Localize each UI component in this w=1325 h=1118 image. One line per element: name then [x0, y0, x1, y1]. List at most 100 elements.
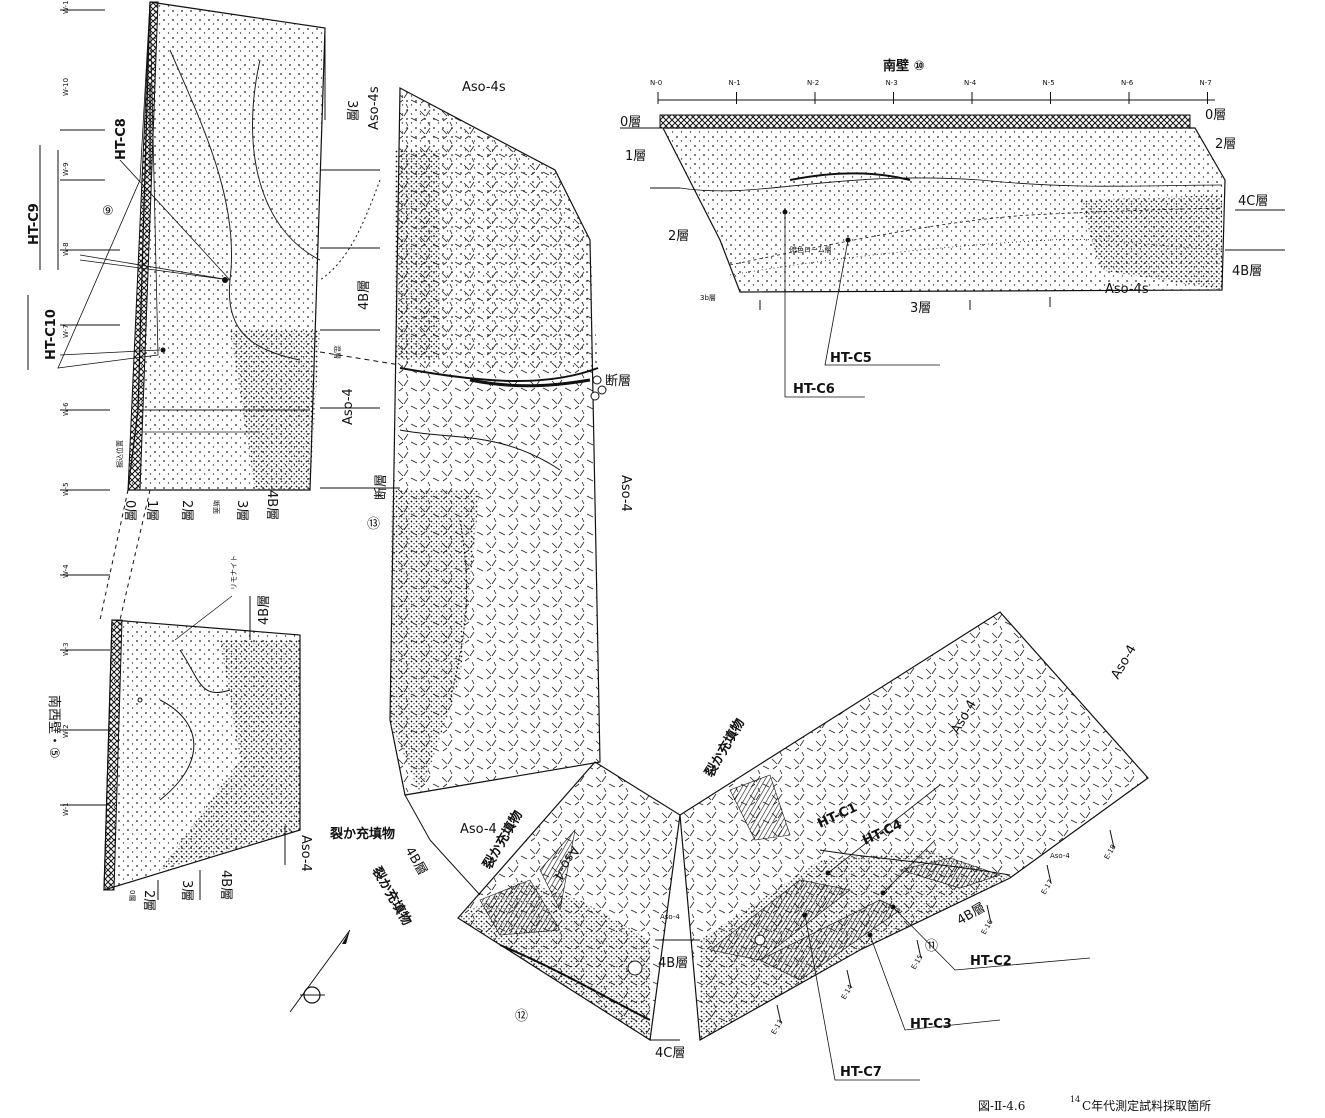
lower-left-aso4-small: Aso-4: [660, 913, 680, 921]
sw-wall-note: リモナイト: [230, 555, 238, 590]
label-ht-c7: HT-C7: [840, 1065, 882, 1080]
west-layer-3: 3層: [344, 100, 359, 121]
grid-w1: W-1: [62, 802, 70, 816]
label-ht-c2: HT-C2: [970, 954, 1012, 969]
sw-layer-3: 3層: [179, 880, 194, 901]
south-layer-4c: 4C層: [1238, 194, 1268, 209]
lower-right-aso4-big: Aso-4: [1108, 643, 1139, 682]
lower-right-aso4-small: Aso-4: [1050, 852, 1070, 860]
grid-w11: W-11: [62, 0, 70, 14]
lower-left-layer-4c: 4C層: [655, 1046, 685, 1061]
sample-point-c10: [160, 347, 166, 353]
west-layer-aso4: Aso-4: [341, 388, 356, 425]
south-layer-note: 暗色ローム層: [790, 245, 832, 254]
east-grid-tick: [916, 939, 922, 959]
sample-point-c8-c9: [222, 277, 228, 283]
sw-layer-0: 0層: [128, 890, 136, 901]
east-grid-tick: [846, 969, 852, 989]
grid-w7: W-7: [62, 324, 70, 338]
west-layer-aso4s: Aso-4s: [367, 86, 382, 130]
south-wall-title: 南壁 ⑩: [883, 58, 925, 74]
west-layer-0: 0層: [122, 500, 137, 521]
center-fault-1: 断層: [605, 374, 631, 389]
label-ht-c6: HT-C6: [793, 382, 835, 397]
label-ht-c9: HT-C9: [27, 203, 42, 245]
label-ht-c3: HT-C3: [910, 1017, 952, 1032]
west-layer-1: 1層: [144, 500, 159, 521]
south-layer-3: 3層: [910, 301, 931, 316]
north-arrow-icon: [289, 929, 351, 1013]
south-layer-4b: 4B層: [1232, 264, 1262, 279]
center-fault-2: 断層: [374, 474, 389, 500]
lower-left-layer-4b: 4B層: [402, 845, 430, 879]
lower-left-layer-4b-right: 4B層: [658, 956, 688, 971]
south-grid-label: N-7: [1200, 79, 1212, 87]
lower-right-layer-4b: 4B層: [955, 900, 989, 928]
south-wall-section: 南壁 ⑩ 0層 0層 1層 2層 4C層 2層 暗色ローム層 4B層 3b層 A…: [620, 58, 1285, 398]
south-layer-0-right: 0層: [1205, 108, 1226, 123]
west-wall-note: 掘込位置: [115, 440, 124, 468]
east-grid-tick: [1046, 864, 1052, 884]
center-aso4: Aso-4: [618, 475, 633, 512]
grid-w10: W-10: [62, 78, 70, 96]
caption-text: C年代測定試料採取箇所: [1082, 1098, 1211, 1113]
southwest-wall-section: 南西壁・⑤ リモナイト 4B層 0層 2層 3層 4B層 Aso-4: [46, 555, 313, 911]
west-layer-2: 2層: [179, 500, 194, 521]
south-grid-label: N-3: [886, 79, 898, 87]
west-fault-mark: 断面: [212, 500, 221, 514]
west-layer-3-bottom: 3層: [234, 500, 249, 521]
lower-right-fissure: 裂か充填物: [701, 716, 748, 781]
section-12-label: ⑫: [515, 1009, 528, 1024]
grid-w2: W-2: [62, 724, 70, 738]
sw-wall-title: 南西壁・⑤: [46, 695, 62, 759]
lower-left-fissure-1: 裂か充填物: [329, 826, 395, 842]
east-grid-label: E-17: [1040, 878, 1055, 896]
figure-caption: 図-Ⅱ-4.6 14 C年代測定試料採取箇所: [978, 1095, 1211, 1113]
sw-layer-2: 2層: [141, 890, 156, 911]
lower-left-fissure-3: 裂か充填物: [368, 863, 415, 928]
east-grid-tick: [986, 904, 992, 924]
grid-w9: W-9: [62, 162, 70, 176]
sw-layer-4b-top: 4B層: [257, 595, 272, 625]
south-layer-2-left: 2層: [668, 229, 689, 244]
east-grid-label: E-15: [910, 953, 925, 971]
south-layer-2-right: 2層: [1215, 137, 1236, 152]
grid-w4: W-4: [62, 564, 70, 578]
south-layer-3b: 3b層: [700, 294, 716, 302]
south-layer-aso4s: Aso-4s: [1105, 282, 1149, 297]
east-grid-label: E-16: [980, 918, 995, 936]
section-11-label: ⑪: [925, 939, 938, 954]
grid-w5: W-5: [62, 482, 70, 496]
south-layer-1: 1層: [625, 149, 646, 164]
lower-left-aso4-a: Aso-4: [460, 822, 497, 837]
label-ht-c5: HT-C5: [830, 351, 872, 366]
lower-right-grid-ticks: [776, 829, 1115, 1024]
east-grid-label: E-18: [1103, 843, 1118, 861]
west-layer-4b-bottom: 4B層: [264, 490, 279, 520]
label-ht-c10: HT-C10: [44, 309, 59, 360]
east-grid-label: E-13: [770, 1018, 785, 1036]
east-grid-label: E-14: [840, 983, 855, 1001]
center-section-13: Aso-4s 断層 断層 Aso-4 ⑬: [367, 80, 633, 796]
south-grid-label: N-1: [729, 79, 741, 87]
west-wall-section: W-11 W-10 W-9 W-8 W-7 W-6 W-5 W-4 W-3 W-…: [27, 0, 401, 816]
section-13-label: ⑬: [367, 517, 380, 532]
grid-w3: W-3: [62, 642, 70, 656]
south-grid-label: N-4: [964, 79, 977, 87]
caption-superscript: 14: [1070, 1095, 1080, 1104]
west-note-small: 混層: [333, 345, 342, 359]
caption-figure-no: 図-Ⅱ-4.6: [978, 1099, 1025, 1113]
south-grid-label: N-5: [1043, 79, 1055, 87]
west-layer-4b: 4B層: [357, 280, 372, 310]
grid-w6: W-6: [62, 402, 70, 416]
south-grid-label: N-0: [650, 79, 662, 87]
center-aso4s: Aso-4s: [462, 80, 506, 95]
lower-left-section-12: 裂か充填物 裂か充填物 裂か充填物 4B層 Aso-4 Aso-4 Aso-4 …: [329, 761, 700, 1061]
sw-layer-4b: 4B層: [218, 870, 233, 900]
east-grid-tick: [776, 1004, 782, 1024]
south-grid-label: N-6: [1121, 79, 1134, 87]
lower-right-section-11: 裂か充填物 Aso-4 Aso-4 Aso-4 4B層 HT-C1 HT-C4 …: [679, 611, 1149, 1081]
section-9-label: ⑨: [102, 204, 114, 219]
